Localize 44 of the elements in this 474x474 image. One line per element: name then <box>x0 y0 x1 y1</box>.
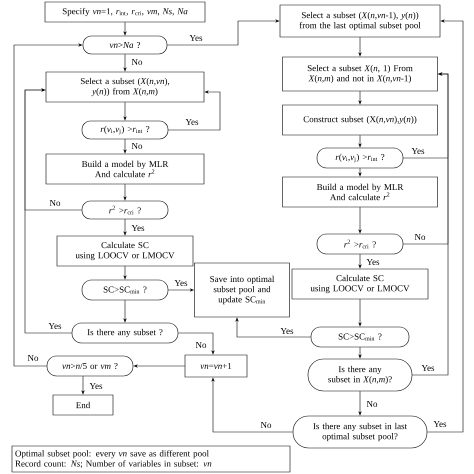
process-box: Select a subset (X(n,vn), y(n)) from X(n,m) <box>46 72 204 102</box>
edge-label: Yes <box>188 34 204 42</box>
process-box: Construct subset (X(n,vn),y(n)) <box>282 104 438 136</box>
process-box: Specify vn=1, r$_{int}$, r$_{cri}$, vm, Ns, Na <box>44 2 206 22</box>
edge-label: Yes <box>365 258 381 266</box>
edge-label: Yes <box>47 322 63 330</box>
edge-label: Yes <box>410 147 426 155</box>
decision-capsule: SC>SC$_{min}$ ? <box>310 326 410 348</box>
edge-label: No <box>194 341 208 349</box>
edge-label: Yes <box>184 118 200 126</box>
decision-capsule: r(v$_{i}$,v$_{j}$) >r$_{int}$ ? <box>316 148 404 168</box>
edge-label: No <box>260 421 272 429</box>
decision-capsule: Is there any subset in last optimal subset pool? <box>292 416 428 448</box>
decision-capsule: Is there any subset in X(n,m)? <box>308 358 412 392</box>
process-box: Calculate SC using LOOCV or LMOCV <box>292 268 428 300</box>
edge-label: No <box>130 58 144 66</box>
edge-label: Yes <box>173 279 189 287</box>
edge-label: No <box>366 400 378 408</box>
edge-label: No <box>130 142 144 150</box>
process-box: Calculate SC using LOOCV or LMOCV <box>56 236 194 266</box>
decision-capsule: vn>Na ? <box>82 36 168 54</box>
edge-label: Yes <box>420 364 436 372</box>
decision-capsule: r$^{2}$ >r$_{cri}$ ? <box>316 234 404 254</box>
decision-capsule: r$^{2}$ >r$_{cri}$ ? <box>82 200 168 220</box>
edge-label: No <box>26 354 40 362</box>
edge-label: No <box>48 199 62 207</box>
process-box: Build a model by MLR And calculate r$^{2}$ <box>282 176 438 208</box>
edge-label: No <box>414 233 426 241</box>
process-box: Select a subset X(n, 1) From X(n,m) and not in X(n,vn-1) <box>282 56 438 92</box>
process-box: Save into optimal subset pool and update SC$_{min}$ <box>194 262 290 318</box>
decision-capsule: SC>SC$_{min}$ ? <box>82 280 168 300</box>
note-box: Optimal subset pool: every vn save as different pool Record count: Ns; Number of variables in subset: vn <box>12 446 290 472</box>
process-box: End <box>52 394 114 416</box>
decision-capsule: vn>n/5 or vm ? <box>46 356 134 376</box>
decision-capsule: r(v$_{i}$,v$_{j}$) >r$_{int}$ ? <box>82 120 168 140</box>
edge-label: Yes <box>432 420 448 428</box>
process-box: vn=vn+1 <box>184 354 248 378</box>
process-box: Build a model by MLR And calculate r$^{2}$ <box>46 154 204 184</box>
decision-capsule: Is there any subset ? <box>72 322 178 344</box>
edge-label: Yes <box>130 224 146 232</box>
arrow <box>24 88 72 334</box>
edge-label: Yes <box>88 382 104 390</box>
process-box: Select a subset (X(n,vn-1), y(n)) from the last optimal subset pool <box>280 4 440 38</box>
edge-label: Yes <box>279 327 295 335</box>
